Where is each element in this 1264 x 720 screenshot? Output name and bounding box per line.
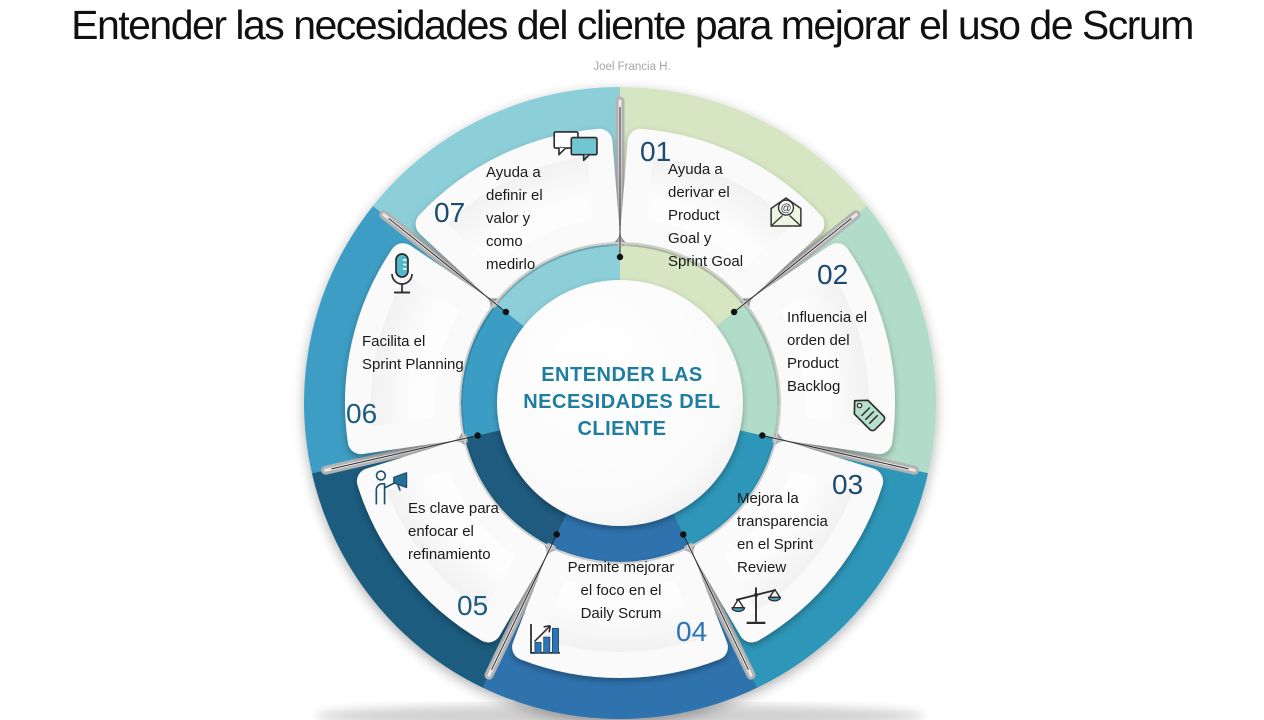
petal-03 — [693, 441, 884, 643]
megaphone-person-icon — [375, 470, 408, 505]
envelope-at-icon: @ — [770, 197, 802, 227]
center-circle — [497, 280, 743, 526]
segment-05-text: Es clave para enfocar el refinamiento — [408, 500, 499, 563]
segment-05-number: 05 — [457, 590, 489, 621]
bar-chart-icon — [530, 624, 560, 654]
connector-lines — [331, 107, 909, 670]
microphone-icon — [391, 253, 413, 294]
segment-07-text: Ayuda a definir el valor y como medirlo — [486, 164, 543, 273]
segment-04-text: Permite mejorar el foco en el Daily Scru… — [567, 559, 675, 622]
slide-author: Joel Francia H. — [593, 61, 671, 73]
connector-dots — [474, 253, 766, 538]
balance-scale-icon — [731, 587, 781, 624]
segment-06-number: 06 — [346, 398, 378, 429]
segment-01-text: Ayuda a derivar el Product Goal y Sprint… — [668, 161, 744, 270]
segment-07-number: 07 — [434, 197, 466, 228]
segment-01-number: 01 — [640, 136, 672, 167]
segment-02-number: 02 — [817, 259, 849, 290]
chat-bubbles-icon — [553, 131, 598, 162]
page-title: Entender las necesidades del cliente par… — [71, 2, 1194, 48]
price-tag-icon — [853, 399, 886, 432]
segment-03-number: 03 — [832, 469, 864, 500]
svg-text:@: @ — [780, 203, 791, 215]
segment-02-text: Influencia el orden del Product Backlog — [787, 309, 868, 395]
segment-03-text: Mejora la transparencia en el Sprint Rev… — [737, 490, 828, 576]
petal-02 — [749, 243, 895, 455]
segment-06-text: Facilita el Sprint Planning — [362, 333, 464, 373]
petal-05 — [356, 441, 547, 643]
petal-01 — [620, 128, 825, 299]
segment-04-number: 04 — [676, 616, 708, 647]
center-label: ENTENDER LAS NECESIDADES DEL CLIENTE — [523, 364, 721, 440]
